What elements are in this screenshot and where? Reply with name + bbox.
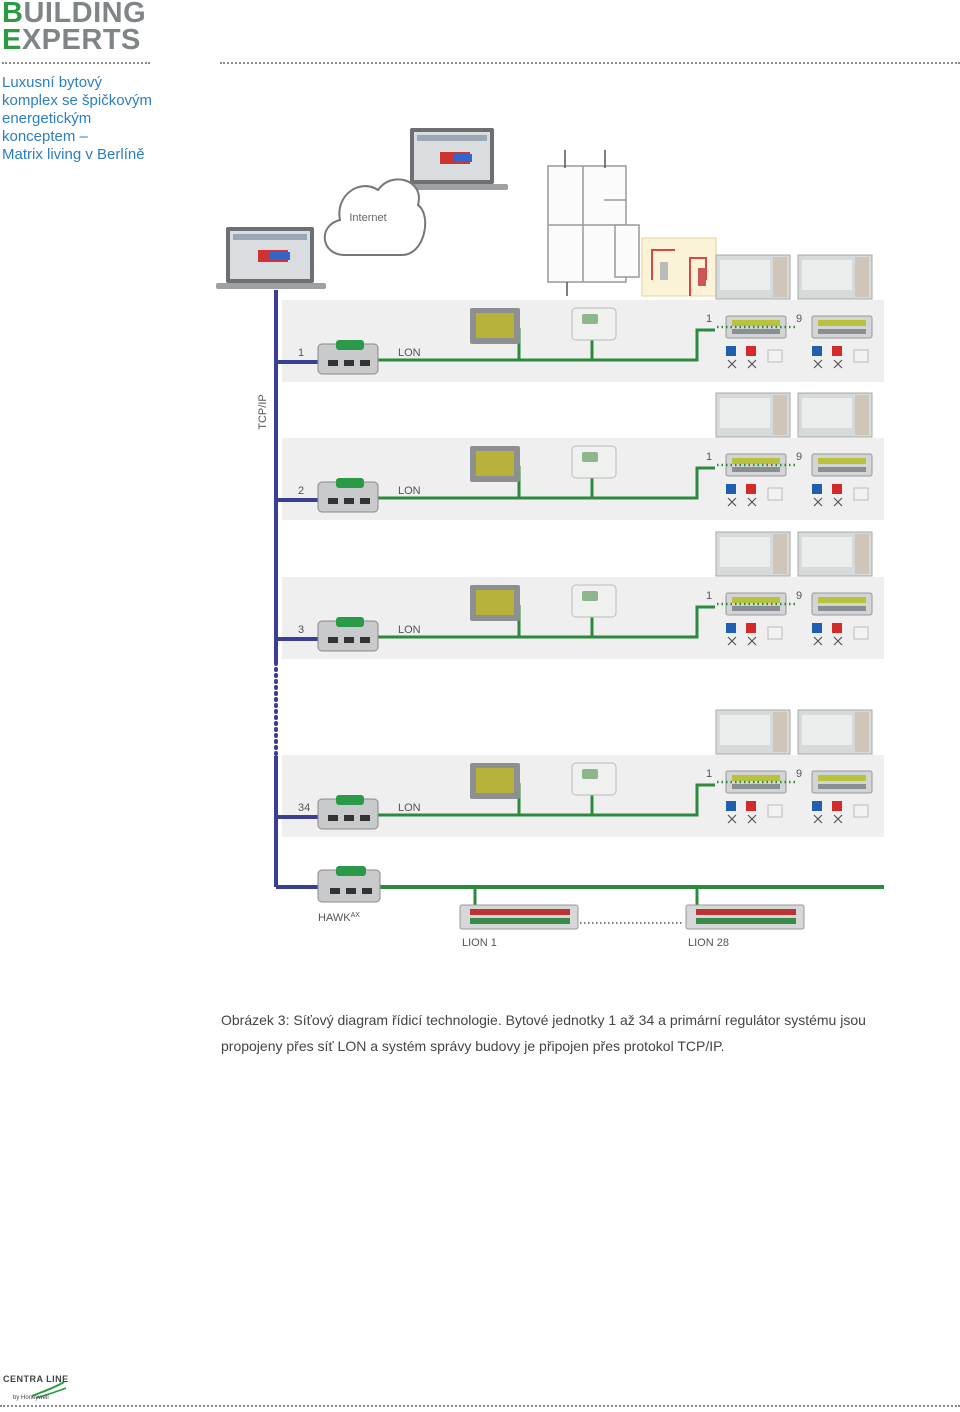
unit-controller-icon [317,340,379,375]
hawk-controller-icon [317,866,381,903]
unit-number-label: 34 [298,802,310,814]
zone-module-icon [811,592,873,616]
apartment-unit-row: 34 LON 1 9 [276,709,884,837]
laptop-icon [400,128,508,190]
room-thermostat-icon [571,445,617,479]
room-thermostat-icon [571,584,617,618]
valve-blue [812,801,822,811]
last-zone-label: 9 [796,313,802,325]
internet-cloud-icon [323,178,427,256]
heating-plant-schematic [641,237,717,297]
valve-blue [812,346,822,356]
valve-blue [726,801,736,811]
unit-number-label: 3 [298,624,304,636]
footer-divider [0,1405,960,1407]
lon-label: LON [398,624,421,636]
room-thermostat-icon [571,762,617,796]
room-photo [797,254,873,300]
lion-first-label: LION 1 [462,937,497,949]
room-photo [715,709,791,755]
valve-red [832,623,842,633]
unit-controller-icon [317,617,379,652]
unit-number-label: 2 [298,485,304,497]
valve-red [832,484,842,494]
valve-red [746,346,756,356]
footer-brand: CENTRA LINE [3,1374,69,1384]
room-photo [715,254,791,300]
hawk-label: HAWKAX [318,912,360,924]
lon-label: LON [398,802,421,814]
valve-blue [726,484,736,494]
apartment-unit-row: 3 LON 1 9 [276,531,884,659]
unit-controller-icon [317,478,379,513]
laptop-icon [216,227,326,289]
valve-blue [726,346,736,356]
touch-panel-icon [470,763,520,799]
touch-panel-icon [470,446,520,482]
footer-by-honeywell: by Honeywell [13,1395,49,1401]
last-zone-label: 9 [796,590,802,602]
figure-caption: Obrázek 3: Síťový diagram řídicí technol… [221,1012,866,1054]
room-photo [797,392,873,438]
lion-module-icon [685,904,805,930]
zone-module-icon [811,770,873,794]
header-divider-left [2,62,150,64]
unit-controller-icon [317,795,379,830]
building-experts-logo: BUILDING EXPERTS [2,0,147,56]
valve-red [832,346,842,356]
first-zone-label: 1 [706,590,712,602]
valve-blue [726,623,736,633]
lion-last-label: LION 28 [688,937,729,949]
floor-plan-icon [547,150,640,296]
valve-red [746,484,756,494]
valve-blue [812,484,822,494]
unit-number-label: 1 [298,347,304,359]
valve-red [832,801,842,811]
valve-red [746,623,756,633]
zone-module-icon [811,453,873,477]
first-zone-label: 1 [706,768,712,780]
article-title: Luxusní bytový komplex se špičkovým ener… [2,74,153,163]
room-photo [715,531,791,577]
header-divider-right [220,62,960,64]
centraline-logo [31,1381,67,1399]
lion-module-icon [459,904,579,930]
first-zone-label: 1 [706,313,712,325]
tcp-ip-label: TCP/IP [257,394,269,429]
touch-panel-icon [470,308,520,344]
valve-red [746,801,756,811]
apartment-unit-row: 2 LON 1 9 [276,392,884,520]
valve-blue [812,623,822,633]
zone-module-icon [725,770,787,794]
last-zone-label: 9 [796,451,802,463]
lon-label: LON [398,485,421,497]
room-photo [797,709,873,755]
room-photo [797,531,873,577]
touch-panel-icon [470,585,520,621]
first-zone-label: 1 [706,451,712,463]
cloud-label: Internet [349,212,386,224]
zone-module-icon [811,315,873,339]
room-photo [715,392,791,438]
lon-label: LON [398,347,421,359]
last-zone-label: 9 [796,768,802,780]
room-thermostat-icon [571,307,617,341]
